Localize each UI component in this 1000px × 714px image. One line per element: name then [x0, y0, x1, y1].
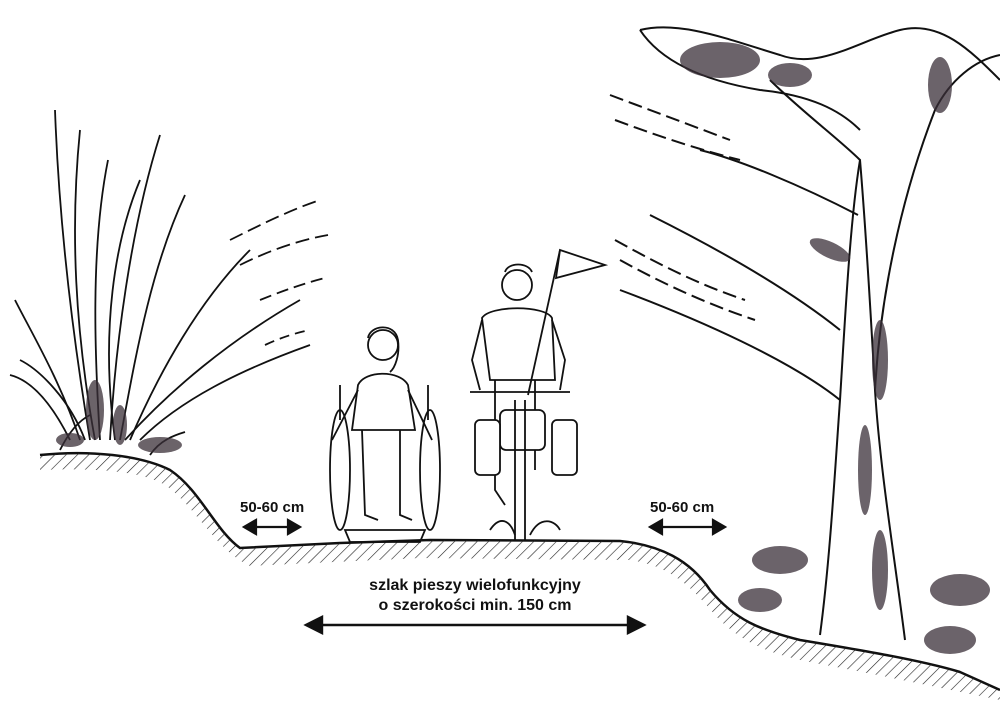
arrow-right-clearance [650, 520, 725, 534]
grass-bush-left [10, 110, 328, 455]
right-clearance-label: 50-60 cm [650, 499, 714, 516]
tree-right [610, 27, 1000, 640]
arrow-left-clearance [244, 520, 300, 534]
left-clearance-label: 50-60 cm [240, 499, 304, 516]
trail-width-caption: szlak pieszy wielofunkcyjny o szerokości… [330, 576, 620, 616]
arrow-trail-width [306, 617, 644, 633]
wheelchair-user [330, 327, 440, 542]
trail-caption-line1: szlak pieszy wielofunkcyjny [330, 576, 620, 596]
trail-caption-line2: o szerokości min. 150 cm [330, 596, 620, 616]
cyclist-with-flag [470, 250, 605, 540]
tree-shading [680, 42, 990, 654]
